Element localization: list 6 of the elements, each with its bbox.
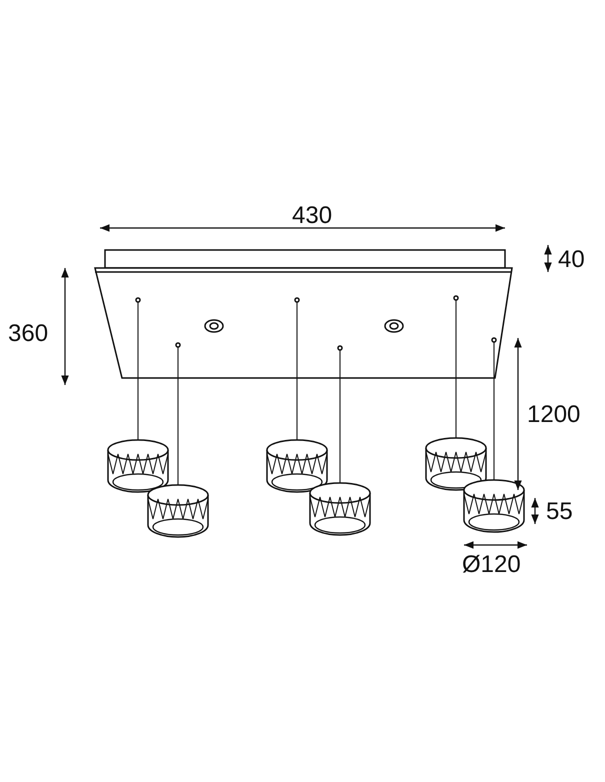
dimension-label: 430 (292, 204, 332, 228)
dimension-label: 1200 (527, 403, 580, 427)
dimension-label: 360 (8, 322, 48, 346)
dimension-label: 55 (546, 500, 573, 524)
dimension-label: Ø120 (462, 553, 521, 577)
dimension-label: 40 (558, 248, 585, 272)
